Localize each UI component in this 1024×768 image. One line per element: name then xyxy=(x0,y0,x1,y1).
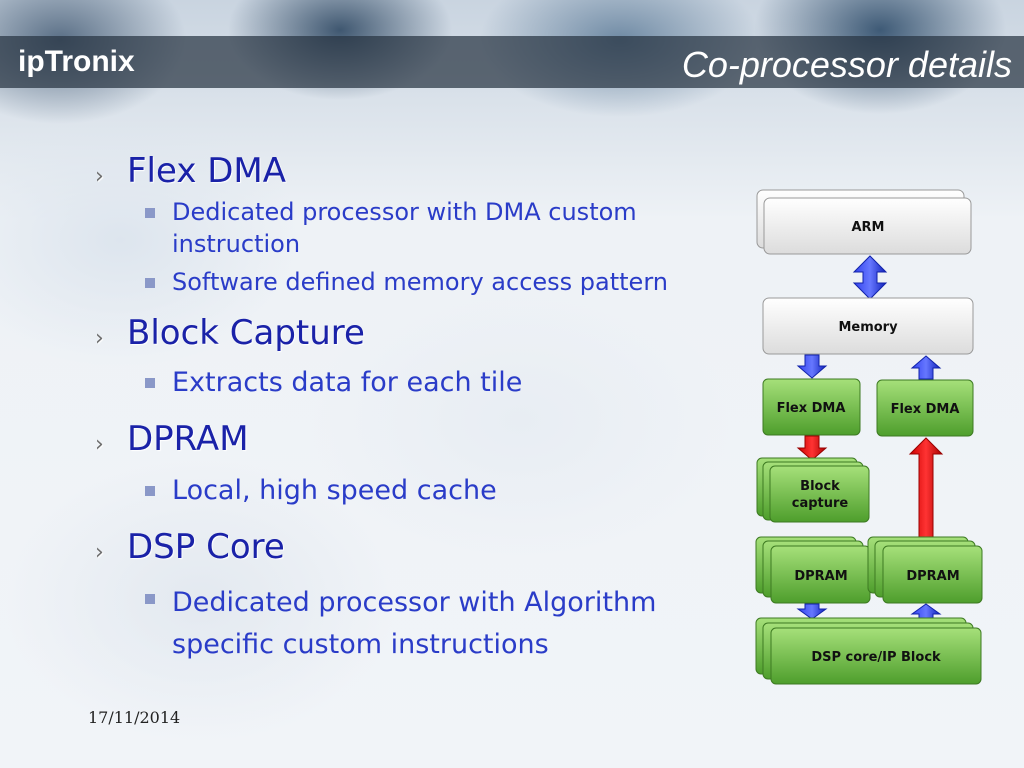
chevron-right-icon: › xyxy=(95,540,104,565)
arrow-down-icon xyxy=(796,603,828,620)
slide-title: Co-processor details xyxy=(681,44,1012,85)
square-bullet-icon xyxy=(145,208,155,218)
dpram-left-box: DPRAM xyxy=(755,536,871,604)
sub-bullet: Local, high speed cache xyxy=(95,474,735,508)
svg-text:Flex DMA: Flex DMA xyxy=(891,402,960,417)
arrow-down-icon xyxy=(796,435,828,461)
svg-text:ARM: ARM xyxy=(851,220,884,235)
chevron-right-icon: › xyxy=(95,164,104,189)
bullet-flex-dma: ›Flex DMA xyxy=(95,151,287,191)
chevron-right-icon: › xyxy=(95,432,104,457)
dsp-core-box: DSP core/IP Block xyxy=(755,617,982,685)
sub-bullet: Extracts data for each tile xyxy=(95,366,735,400)
flex-dma-right-box: Flex DMA xyxy=(876,379,974,437)
arrow-up-icon xyxy=(910,355,942,380)
chevron-right-icon: › xyxy=(95,326,104,351)
flex-dma-left-box: Flex DMA xyxy=(762,378,861,436)
block-capture-box: Block capture xyxy=(756,457,870,523)
sub-bullet: Dedicated processor with DMA custom inst… xyxy=(95,196,735,260)
svg-text:Flex DMA: Flex DMA xyxy=(777,401,846,416)
square-bullet-icon xyxy=(145,486,155,496)
bullet-block-capture: ›Block Capture xyxy=(95,313,365,353)
square-bullet-icon xyxy=(145,594,155,604)
bullet-list: ›Flex DMA Dedicated processor with DMA c… xyxy=(95,150,735,666)
svg-text:Memory: Memory xyxy=(838,320,898,335)
arrow-up-icon xyxy=(908,437,944,541)
double-arrow-icon xyxy=(852,255,888,300)
bullet-dpram: ›DPRAM xyxy=(95,419,249,459)
memory-box: Memory xyxy=(762,297,974,355)
dpram-right-box: DPRAM xyxy=(867,536,983,604)
arm-box: ARM xyxy=(756,189,972,255)
square-bullet-icon xyxy=(145,278,155,288)
logo: ipTronix xyxy=(18,45,135,78)
footer-date: 17/11/2014 xyxy=(88,708,181,727)
svg-text:DSP core/IP Block: DSP core/IP Block xyxy=(811,650,941,665)
header-bar xyxy=(0,36,1024,88)
square-bullet-icon xyxy=(145,378,155,388)
svg-text:DPRAM: DPRAM xyxy=(906,569,959,584)
svg-text:capture: capture xyxy=(792,496,849,511)
sub-bullet: Software defined memory access pattern xyxy=(95,266,735,298)
svg-text:DPRAM: DPRAM xyxy=(794,569,847,584)
arrow-down-icon xyxy=(796,354,828,379)
sub-bullet: Dedicated processor with Algorithm speci… xyxy=(95,582,732,666)
svg-text:Block: Block xyxy=(800,479,840,494)
bullet-dsp-core: ›DSP Core xyxy=(95,527,285,567)
